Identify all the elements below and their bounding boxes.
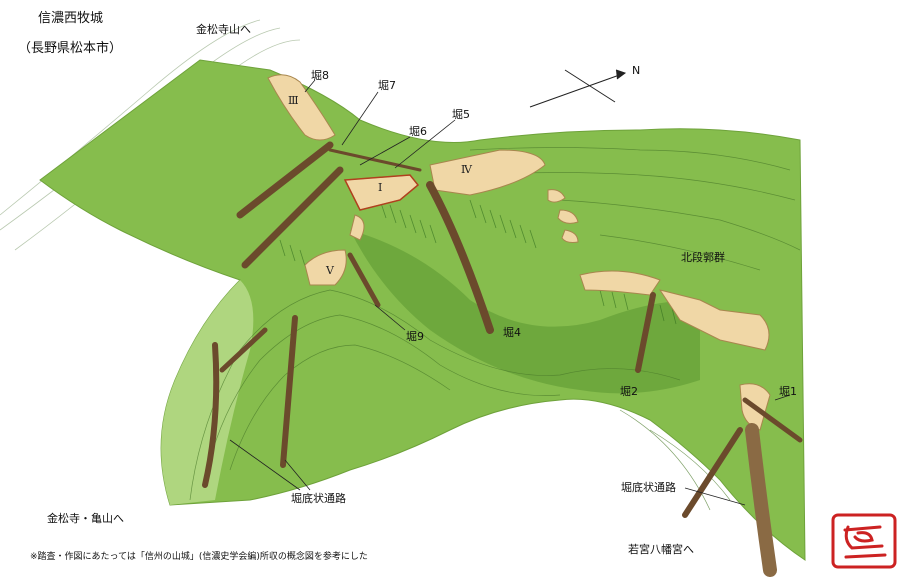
moat-5-label: 堀5 [452, 108, 470, 121]
north-arrow-icon [529, 69, 627, 108]
path-right-a [682, 427, 743, 518]
moat-1 [742, 397, 803, 443]
hill-dark-area [350, 230, 700, 394]
north-label: N [632, 64, 641, 77]
bailey-4-label: Ⅳ [461, 163, 472, 176]
path-right-label: 堀底状通路 [621, 481, 676, 494]
slope-hachures [279, 199, 677, 325]
hill-light-area [161, 280, 254, 505]
bailey-5 [304, 249, 347, 286]
moat-upper-left-b [241, 166, 344, 269]
moat-4 [426, 181, 494, 334]
seal-stamp-icon [831, 513, 897, 569]
path-left-c [280, 315, 298, 468]
contour-lines [189, 147, 801, 511]
moat-7-label: 堀7 [378, 79, 396, 92]
bailey-4 [429, 149, 546, 196]
leader-lines [229, 79, 791, 506]
moat-1-label: 堀1 [779, 385, 797, 398]
bailey-terrace-b [557, 209, 579, 224]
bailey-terrace-a [547, 189, 566, 203]
bailey-3-label: Ⅲ [288, 94, 299, 107]
bailey-3 [267, 74, 336, 141]
bailey-1-label: Ⅰ [378, 181, 383, 194]
dry-moats [202, 141, 803, 577]
moat-9-label: 堀9 [406, 330, 424, 343]
path-left-a [202, 342, 220, 488]
moat-9 [347, 252, 381, 308]
path-left-label: 堀底状通路 [291, 492, 346, 505]
moat-2-label: 堀2 [620, 385, 638, 398]
bailey-terrace-c [561, 229, 579, 243]
moat-5-6 [328, 148, 422, 172]
bailey-link [349, 214, 365, 241]
moat-2 [635, 292, 656, 373]
bailey-1-outline [343, 174, 420, 211]
baileys [267, 74, 771, 431]
moat-6-label: 堀6 [409, 125, 427, 138]
north-bailey-group-label: 北段郭群 [681, 251, 725, 264]
bailey-5-label: Ⅴ [326, 264, 334, 277]
direction-top-label: 金松寺山へ [196, 23, 251, 36]
map-title: 信濃西牧城 [38, 11, 104, 26]
map-subtitle: （長野県松本市） [18, 41, 123, 56]
direction-bottom-left-label: 金松寺・亀山へ [47, 512, 124, 525]
bailey-north-steps [658, 289, 770, 351]
bailey-north-upper [579, 270, 661, 296]
path-right-b [745, 423, 777, 577]
moat-8-label: 堀8 [311, 69, 329, 82]
path-left-b [219, 327, 268, 373]
moat-4-label: 堀4 [503, 326, 521, 339]
moat-upper-left-a [236, 141, 334, 219]
direction-bottom-right-label: 若宮八幡宮へ [628, 543, 694, 556]
footnote: ※踏査・作図にあたっては「信州の山城」(信濃史学会編)所収の概念図を参考にした [30, 552, 368, 562]
